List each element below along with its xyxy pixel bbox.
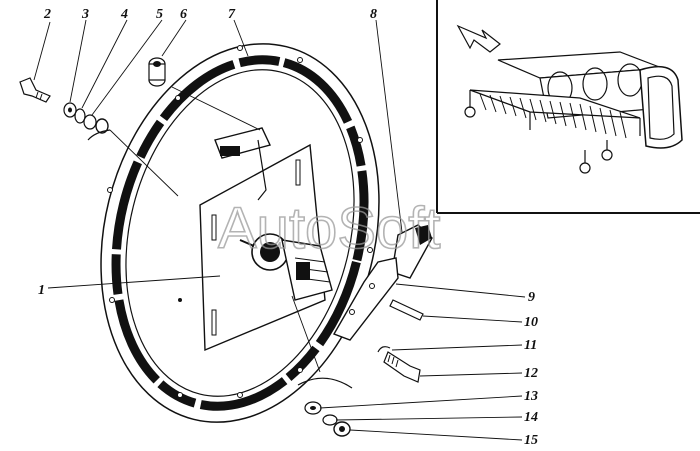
part-label-15: 15 — [524, 433, 538, 448]
upper-fasteners — [19, 57, 166, 134]
part-label-14: 14 — [524, 410, 538, 425]
part-label-9: 9 — [528, 290, 535, 305]
wheel-icon — [464, 106, 613, 174]
top-bracket — [214, 127, 271, 201]
watermark-text: AutoSoft — [218, 196, 440, 261]
part-label-8: 8 — [370, 7, 377, 22]
bolt-with-washer — [377, 346, 421, 383]
leader-lines — [33, 19, 526, 441]
pin — [389, 299, 424, 321]
part-label-6: 6 — [180, 7, 187, 22]
oval-frame-ring — [100, 43, 380, 423]
arc-bracket-bottom — [297, 377, 353, 389]
part-label-12: 12 — [524, 366, 538, 381]
arc-bracket-left — [87, 129, 111, 141]
lower-fasteners — [304, 401, 351, 437]
part-label-3: 3 — [81, 7, 89, 22]
angle-plate — [332, 257, 399, 341]
part-label-4: 4 — [120, 7, 128, 22]
part-label-5: 5 — [156, 7, 163, 22]
inset-harvester-drawing — [456, 24, 683, 174]
part-label-10: 10 — [524, 315, 538, 330]
part-label-7: 7 — [228, 7, 236, 22]
hub-assembly — [239, 233, 333, 301]
part-label-13: 13 — [524, 389, 538, 404]
inset-frame — [436, 0, 700, 214]
part-label-1: 1 — [38, 283, 45, 298]
part-label-2: 2 — [43, 7, 51, 22]
arrow-pointer-icon — [456, 24, 501, 53]
lever-arm — [391, 224, 433, 279]
part-label-11: 11 — [524, 338, 537, 353]
